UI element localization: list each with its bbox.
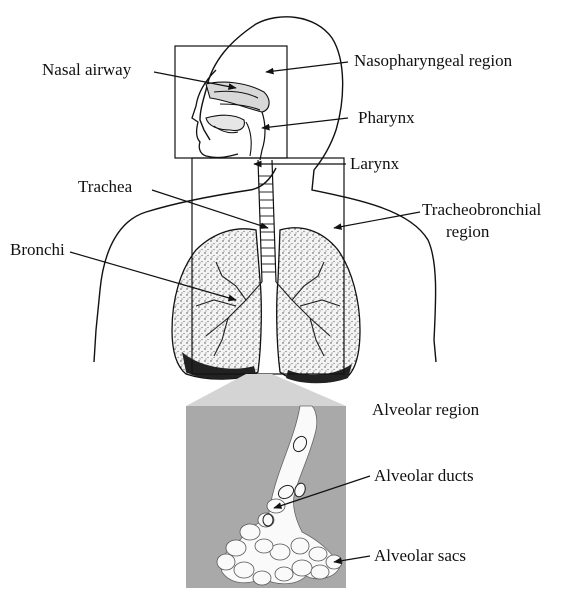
alveolar-inset	[186, 406, 346, 588]
label-alveolar-ducts: Alveolar ducts	[374, 466, 474, 485]
trachea-drawing	[258, 160, 276, 282]
label-trachea: Trachea	[78, 177, 132, 196]
nasal-cavity-drawing	[206, 82, 269, 160]
lungs-drawing	[172, 228, 360, 383]
label-tracheobronchial-line2: region	[446, 222, 489, 241]
trachea-arrow	[152, 190, 268, 228]
label-tracheobronchial-line1: Tracheobronchial	[422, 200, 541, 219]
right-lung	[277, 228, 360, 382]
label-larynx: Larynx	[350, 154, 399, 173]
label-alveolar-region: Alveolar region	[372, 400, 479, 419]
label-bronchi: Bronchi	[10, 240, 65, 259]
label-alveolar-sacs: Alveolar sacs	[374, 546, 466, 565]
label-nasal-airway: Nasal airway	[42, 60, 131, 79]
label-pharynx: Pharynx	[358, 108, 415, 127]
pharynx-arrow	[262, 118, 348, 128]
label-nasopharyngeal-region: Nasopharyngeal region	[354, 51, 512, 70]
nasopharyngeal-arrow	[266, 62, 348, 72]
nasal-airway-arrow	[154, 72, 236, 88]
